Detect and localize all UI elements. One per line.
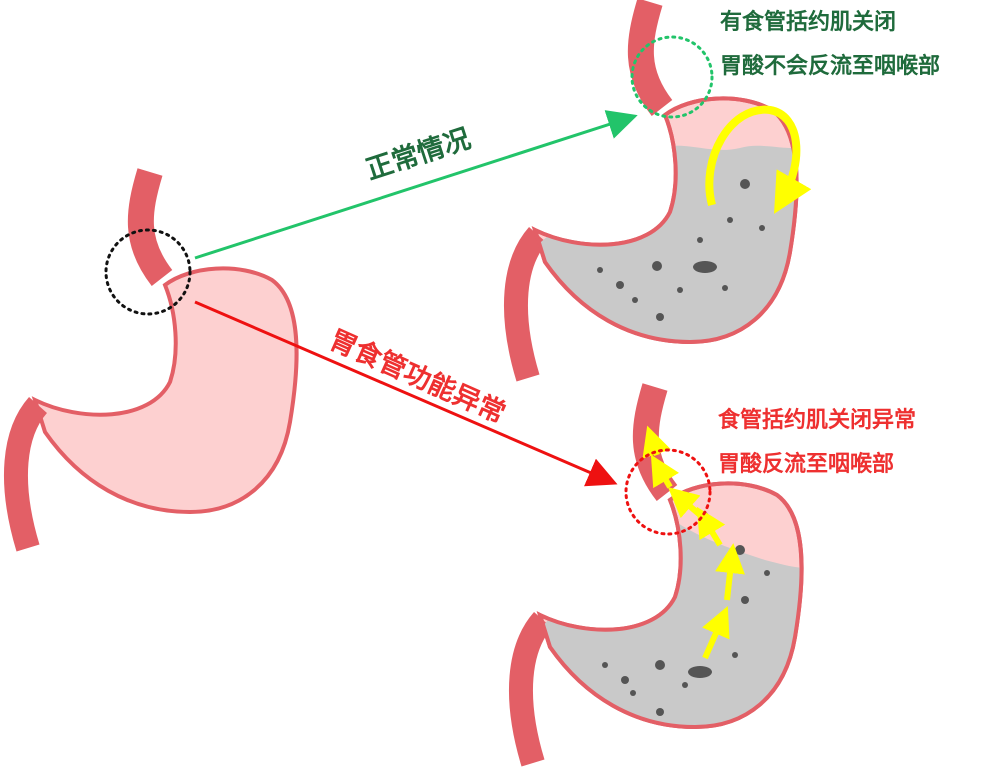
abnormal-caption-line1: 食管括约肌关闭异常: [718, 408, 917, 433]
normal-caption-line1: 有食管括约肌关闭: [720, 10, 897, 35]
sphincter-open-circle: [624, 448, 712, 536]
normal-arrow: [194, 110, 638, 260]
sphincter-closed-circle: [630, 35, 714, 119]
stomach-reflux: [521, 387, 815, 763]
stomach-normal: [516, 2, 812, 378]
normal-caption-line2: 胃酸不会反流至咽喉部: [720, 54, 941, 79]
abnormal-caption-line2: 胃酸反流至咽喉部: [718, 452, 895, 477]
stomach-normal-overview: [16, 172, 297, 548]
abnormal-arrow: [194, 300, 618, 487]
sphincter-highlight-circle: [104, 228, 192, 316]
